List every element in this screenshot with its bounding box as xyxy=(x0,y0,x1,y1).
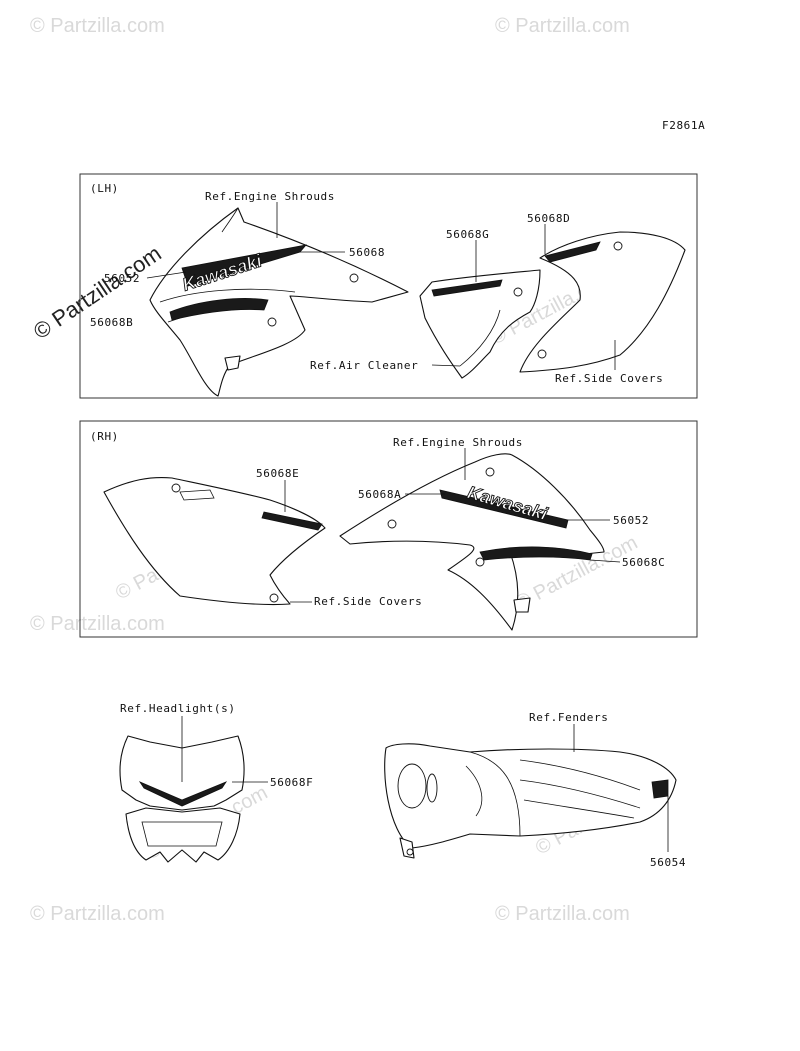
fender-mount-slot xyxy=(426,773,438,803)
label-lh-56052: 56052 xyxy=(104,272,140,285)
rh-shroud-bolt-hole-2 xyxy=(387,519,397,529)
lh-side-cover xyxy=(519,231,686,373)
panel-rh-side-label: (RH) xyxy=(90,430,119,443)
leader-lh-air-cleaner xyxy=(431,364,461,367)
lh-shroud-bolt-hole xyxy=(349,273,359,283)
headlight-assembly: Ref.Headlight(s) 56068F xyxy=(119,702,313,863)
rh-shroud-tab xyxy=(513,597,531,613)
lh-shroud-outline xyxy=(149,207,409,397)
panel-rh: (RH) Kawasaki 56 xyxy=(79,420,698,638)
rear-fender-assembly: Ref.Fenders 56054 xyxy=(384,711,686,869)
label-lh-air-cleaner: Ref.Air Cleaner xyxy=(310,359,418,372)
panel-lh-side-label: (LH) xyxy=(90,182,119,195)
air-cleaner-bolt-hole xyxy=(513,287,523,297)
fender-ridge-3 xyxy=(523,799,635,819)
leader-lh-56052 xyxy=(146,271,187,279)
rh-shroud-bolt-hole xyxy=(485,467,495,477)
label-lh-56068b: 56068B xyxy=(90,316,133,329)
decal-56068e-stripe xyxy=(261,511,323,531)
label-lh-56068: 56068 xyxy=(349,246,385,259)
lh-side-cover-bolt-hole xyxy=(613,241,623,251)
label-lh-56068g: 56068G xyxy=(446,228,489,241)
lh-side-cover-outline xyxy=(519,231,686,373)
label-56054: 56054 xyxy=(650,856,686,869)
rh-side-cover-bolt-hole xyxy=(171,483,181,493)
rh-engine-shroud: Kawasaki xyxy=(339,453,605,631)
decal-56068b-stripe xyxy=(169,298,269,321)
label-fenders: Ref.Fenders xyxy=(529,711,608,724)
fender-inner-edge xyxy=(469,751,521,837)
leader-rh-56068c xyxy=(589,559,621,563)
rh-shroud-bolt-hole-3 xyxy=(475,557,485,567)
label-56068f: 56068F xyxy=(270,776,313,789)
watermark-top-left: © Partzilla.com xyxy=(30,15,165,37)
rear-fender-outline xyxy=(384,743,677,849)
rh-side-cover xyxy=(103,477,326,606)
label-lh-56068d: 56068D xyxy=(527,212,570,225)
lh-shroud-edge xyxy=(221,207,239,233)
decal-56068f-stripe xyxy=(138,781,228,807)
panel-rh-frame xyxy=(79,420,698,638)
lh-side-cover-bolt-hole-2 xyxy=(537,349,547,359)
rh-side-cover-bolt-hole-2 xyxy=(269,593,279,603)
air-cleaner-edge xyxy=(459,309,501,367)
label-lh-engine-shrouds: Ref.Engine Shrouds xyxy=(205,190,335,203)
label-rh-engine-shrouds: Ref.Engine Shrouds xyxy=(393,436,523,449)
decal-56054-plate xyxy=(651,779,669,799)
label-rh-56068a: 56068A xyxy=(358,488,401,501)
label-rh-56052: 56052 xyxy=(613,514,649,527)
label-lh-side-covers: Ref.Side Covers xyxy=(555,372,663,385)
leader-lh-56068b xyxy=(167,317,181,323)
decal-56068d-stripe xyxy=(544,241,601,263)
decal-56068g-stripe xyxy=(431,279,503,297)
headlight-lower-outline xyxy=(125,807,241,863)
fender-ridge-1 xyxy=(519,759,641,791)
lh-shroud-bolt-hole-2 xyxy=(267,317,277,327)
watermark-top-right: © Partzilla.com xyxy=(495,15,630,37)
figure-code: F2861A xyxy=(662,119,705,132)
fender-bolt-hole xyxy=(406,848,414,856)
panel-lh-frame xyxy=(79,173,698,399)
headlight-lens-opening xyxy=(141,821,223,847)
fender-ridge-2 xyxy=(519,779,641,809)
decal-56068a-stripe xyxy=(439,489,569,529)
watermark-bottom-left: © Partzilla.com xyxy=(30,903,165,925)
rh-side-cover-slot xyxy=(179,489,215,501)
label-rh-56068c: 56068C xyxy=(622,556,665,569)
watermark-mid-left: © Partzilla.com xyxy=(30,613,165,635)
rh-side-cover-outline xyxy=(103,477,326,606)
label-rh-56068e: 56068E xyxy=(256,467,299,480)
watermark-bottom-right: © Partzilla.com xyxy=(495,903,630,925)
label-headlight: Ref.Headlight(s) xyxy=(120,702,236,715)
lh-engine-shroud: Kawasaki xyxy=(149,207,409,397)
label-rh-side-covers: Ref.Side Covers xyxy=(314,595,422,608)
panel-lh: (LH) Kawasaki xyxy=(79,173,698,399)
fender-airbox-curve xyxy=(465,765,483,817)
fender-mount-opening xyxy=(397,763,427,809)
lh-air-cleaner-cover xyxy=(419,269,541,379)
air-cleaner-outline xyxy=(419,269,541,379)
lh-shroud-tab xyxy=(224,355,241,371)
lh-shroud-panel-line xyxy=(159,288,296,303)
